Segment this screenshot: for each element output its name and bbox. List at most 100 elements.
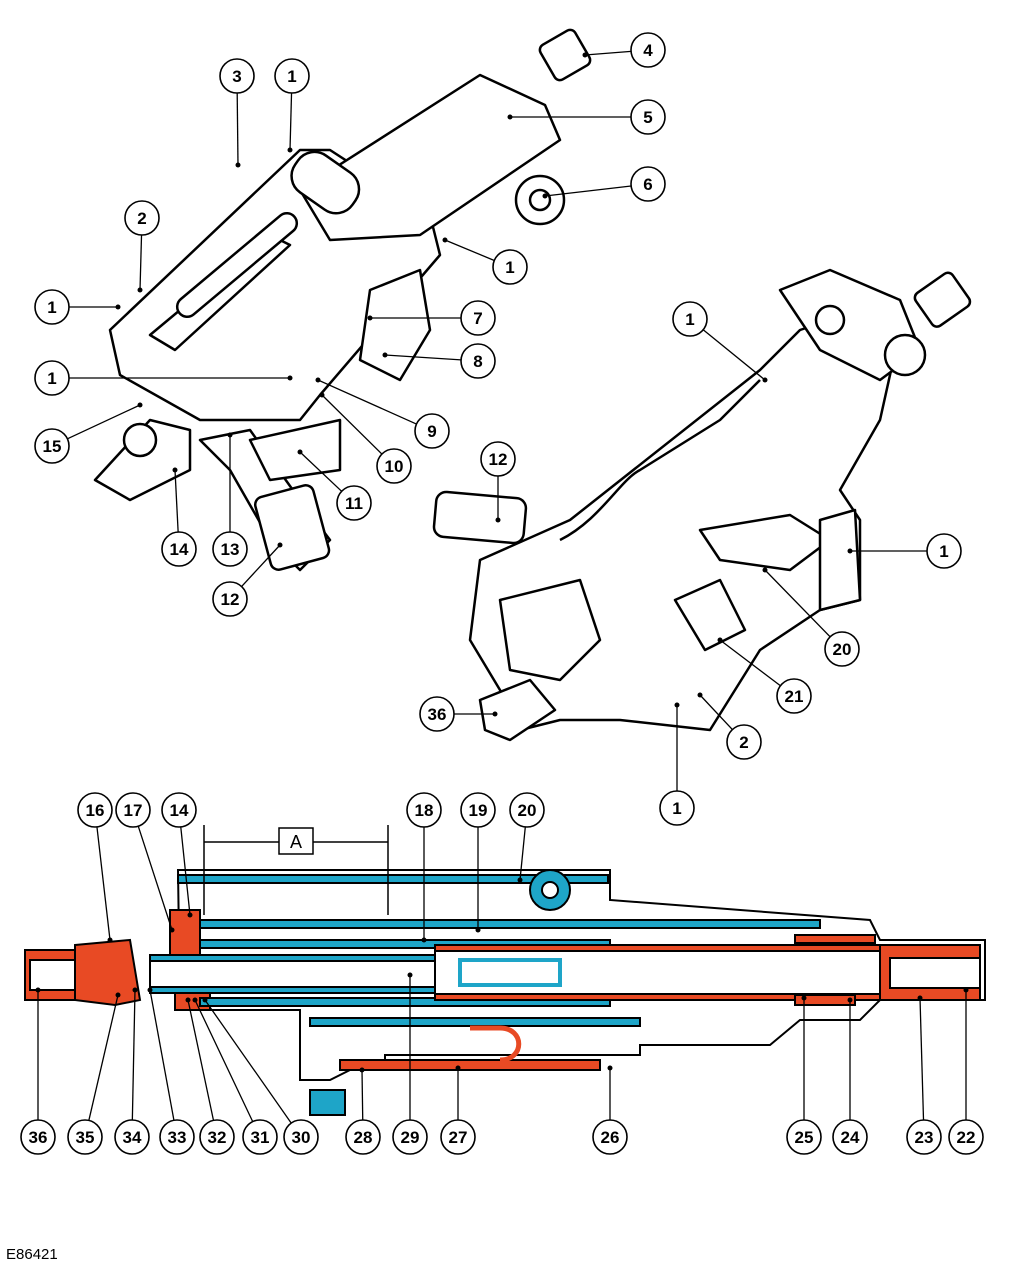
callout-circle	[34, 360, 70, 396]
callout-36: 36	[20, 987, 56, 1155]
leader-dot	[674, 702, 680, 708]
leader-line	[96, 826, 111, 941]
callout-circle	[592, 1119, 628, 1155]
leader-dot	[762, 567, 768, 573]
callout-circle	[20, 1119, 56, 1155]
callout-number: 19	[469, 801, 488, 820]
callout-circle	[199, 1119, 235, 1155]
leader-dot	[185, 997, 191, 1003]
callout-number: 12	[221, 590, 240, 609]
callout-number: 14	[170, 540, 189, 559]
callout-7: 7	[367, 300, 496, 336]
callout-circle	[67, 1119, 103, 1155]
callout-5: 5	[507, 99, 666, 135]
callout-circle	[345, 1119, 381, 1155]
leader-dot	[801, 995, 807, 1001]
callout-circle	[440, 1119, 476, 1155]
leader-dot	[287, 147, 293, 153]
callout-number: 20	[518, 801, 537, 820]
callout-28: 28	[345, 1067, 381, 1155]
callout-number: 35	[76, 1128, 95, 1147]
callout-number: 10	[385, 457, 404, 476]
leader-dot	[107, 937, 113, 943]
callout-circle	[786, 1119, 822, 1155]
callout-1: 1	[847, 533, 962, 569]
callout-number: 1	[939, 542, 948, 561]
leader-dot	[495, 517, 501, 523]
callout-number: 1	[47, 298, 56, 317]
callout-12: 12	[480, 441, 516, 523]
callout-10: 10	[319, 392, 412, 484]
callout-number: 21	[785, 687, 804, 706]
leader-dot	[455, 1065, 461, 1071]
callout-31: 31	[192, 997, 278, 1155]
callout-1: 1	[659, 702, 695, 826]
leader-dot	[382, 352, 388, 358]
leader-line	[361, 1069, 364, 1121]
callout-circle	[392, 1119, 428, 1155]
callout-circle	[460, 792, 496, 828]
callout-circle	[159, 1119, 195, 1155]
callout-3: 3	[219, 58, 255, 168]
callout-number: 23	[915, 1128, 934, 1147]
callout-circle	[906, 1119, 942, 1155]
leader-line	[384, 354, 462, 361]
callout-circle	[672, 301, 708, 337]
leader-dot	[137, 402, 143, 408]
callout-number: 14	[170, 801, 189, 820]
callout-number: 32	[208, 1128, 227, 1147]
callout-22: 22	[948, 987, 984, 1155]
leader-dot	[172, 467, 178, 473]
leader-dot	[147, 987, 153, 993]
callout-13: 13	[212, 432, 248, 567]
callout-number: 20	[833, 640, 852, 659]
callout-number: 2	[739, 733, 748, 752]
leader-dot	[697, 692, 703, 698]
leader-dot	[319, 392, 325, 398]
leader-dot	[517, 877, 523, 883]
leader-line	[194, 999, 254, 1122]
callout-circle	[219, 58, 255, 94]
leader-line	[88, 994, 119, 1121]
callout-circle	[419, 696, 455, 732]
callout-17: 17	[115, 792, 175, 933]
callout-14: 14	[161, 792, 197, 918]
leader-dot	[475, 927, 481, 933]
callout-circle	[509, 792, 545, 828]
leader-line	[236, 92, 239, 166]
callout-number: 28	[354, 1128, 373, 1147]
leader-line	[317, 379, 417, 425]
leader-dot	[582, 52, 588, 58]
callout-12: 12	[212, 542, 283, 617]
leader-line	[131, 989, 136, 1121]
leader-dot	[187, 912, 193, 918]
callout-2: 2	[697, 692, 762, 760]
callout-number: 2	[137, 209, 146, 228]
leader-dot	[132, 987, 138, 993]
callout-14: 14	[161, 467, 197, 567]
callout-circle	[630, 99, 666, 135]
leader-dot	[287, 375, 293, 381]
leader-dot	[115, 304, 121, 310]
callout-circle	[460, 343, 496, 379]
callout-circle	[34, 428, 70, 464]
callout-25: 25	[786, 995, 822, 1155]
leader-dot	[235, 162, 241, 168]
leader-dot	[762, 377, 768, 383]
callout-circle	[926, 533, 962, 569]
callout-number: 8	[473, 352, 482, 371]
callout-20: 20	[762, 567, 860, 667]
leader-dot	[492, 711, 498, 717]
column-assembly-view-1	[93, 28, 592, 572]
column-assembly-view-2	[432, 268, 972, 742]
leader-line	[444, 239, 495, 262]
callout-circle	[115, 792, 151, 828]
callout-1: 1	[34, 289, 121, 325]
leader-dot	[359, 1067, 365, 1073]
callout-circle	[274, 58, 310, 94]
leader-line	[137, 825, 173, 931]
callout-number: 36	[428, 705, 447, 724]
